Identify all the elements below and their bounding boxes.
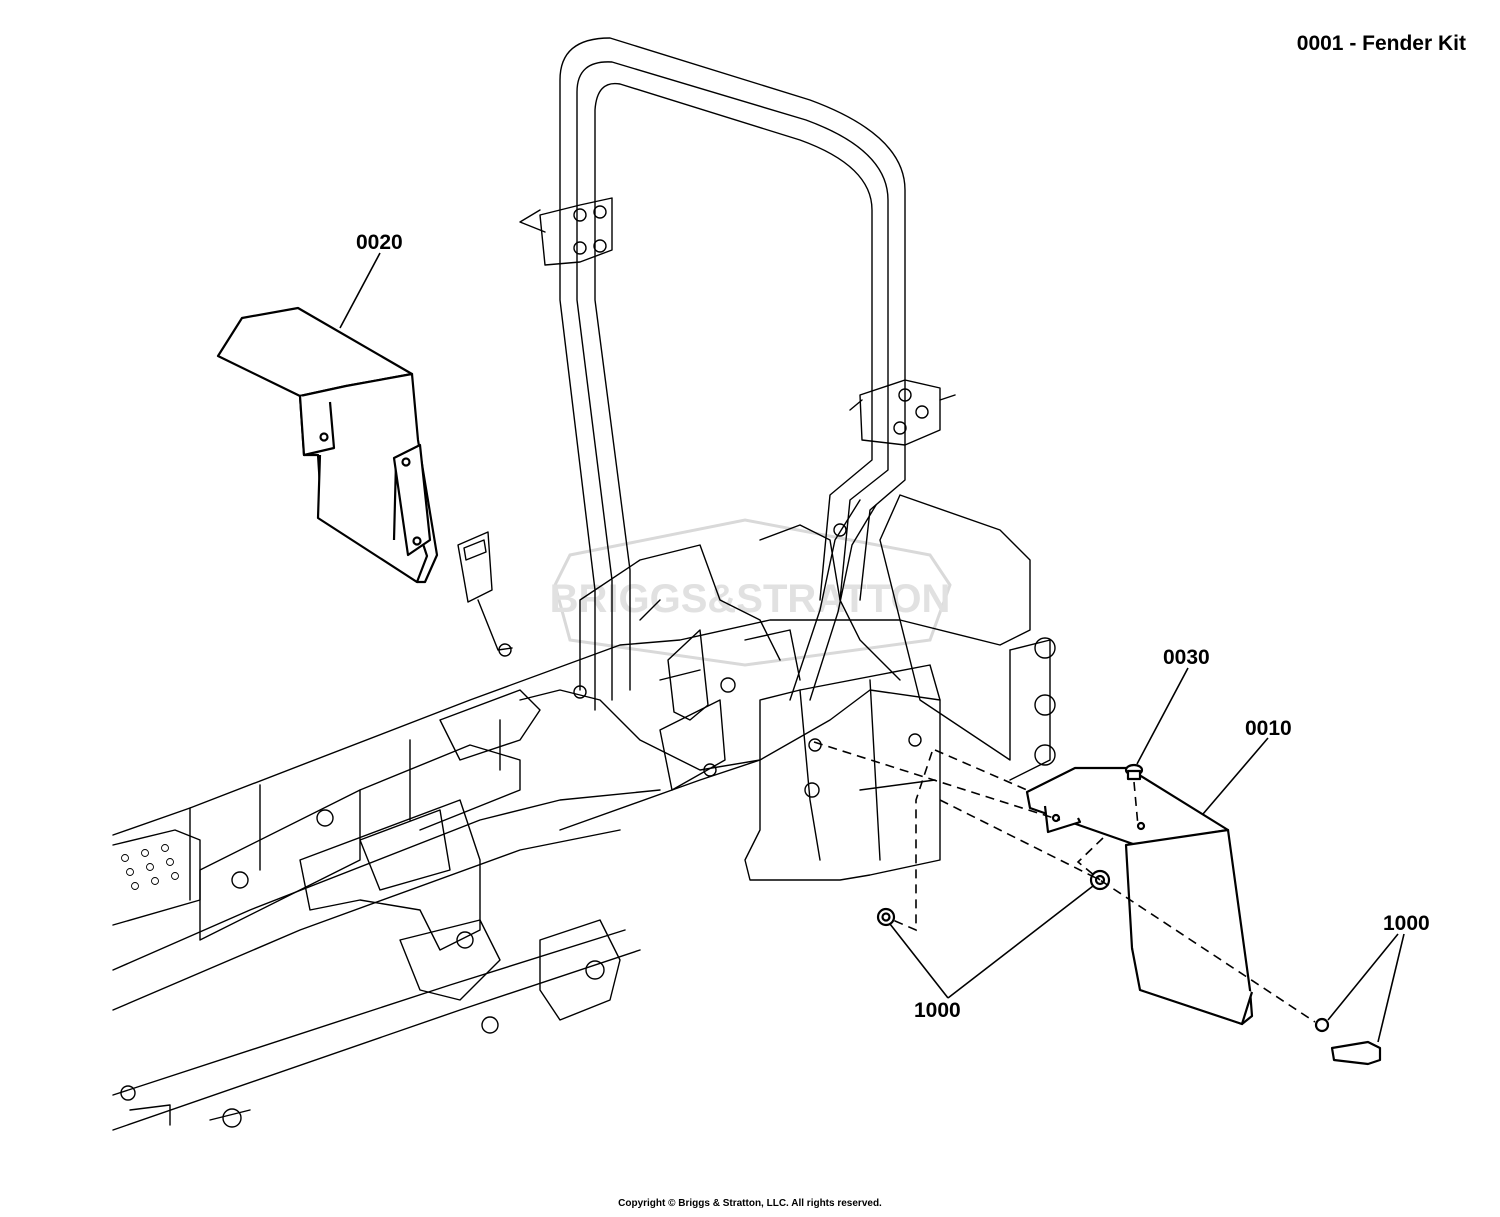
callout-0030[interactable]: 0030	[1163, 646, 1210, 669]
part-0030-push-rivet	[1124, 763, 1144, 781]
callout-1000-right[interactable]: 1000	[1383, 912, 1430, 935]
mower-frame	[112, 494, 1056, 1131]
roll-bar	[519, 37, 956, 711]
callout-0020[interactable]: 0020	[356, 231, 403, 254]
assembly-lines	[813, 741, 1316, 1023]
hardware-1000	[876, 869, 1382, 1066]
part-0020-fender-left	[216, 306, 439, 584]
part-0010-fender-right	[1025, 766, 1254, 1026]
watermark-text: BRIGGS&STRATTON	[550, 577, 951, 621]
copyright-notice: Copyright © Briggs & Stratton, LLC. All …	[618, 1198, 882, 1209]
leader-lines	[339, 252, 1405, 1043]
seat-belt	[457, 531, 726, 791]
callout-0010[interactable]: 0010	[1245, 717, 1292, 740]
callout-1000-left[interactable]: 1000	[914, 999, 961, 1022]
watermark-logo: BRIGGS&STRATTON	[550, 518, 952, 667]
page-title: 0001 - Fender Kit	[1296, 32, 1466, 55]
